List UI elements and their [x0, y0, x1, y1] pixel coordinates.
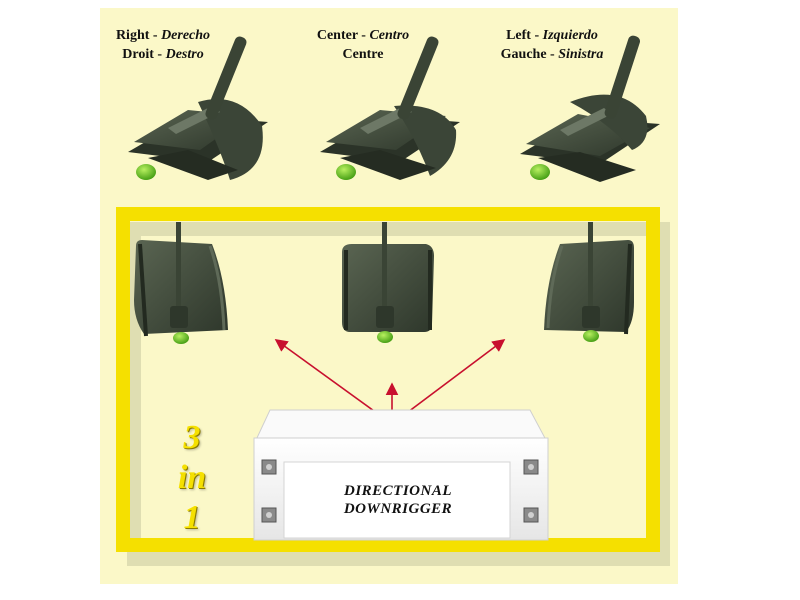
right-position-front-view	[134, 222, 228, 344]
left-position-3d-view	[520, 35, 660, 182]
center-position-label: Center - Centro Centre	[316, 28, 410, 62]
badge-line-3: 1	[183, 499, 201, 536]
device-line-2: DOWNRIGGER	[343, 501, 453, 517]
device-line-1: DIRECTIONAL	[343, 483, 453, 499]
three-in-one-badge: 3 in 1	[162, 418, 222, 538]
device-caption: DIRECTIONAL DOWNRIGGER	[286, 482, 510, 518]
right-position-3d-view	[128, 36, 268, 180]
center-position-3d-view	[320, 36, 460, 180]
left-label-en: Left	[506, 28, 531, 43]
right-label-en: Right	[115, 28, 150, 43]
right-position-label: Right - Derecho Droit - Destro	[115, 28, 211, 62]
center-label-en: Center	[316, 28, 358, 43]
center-label-fr: Centre	[342, 47, 384, 62]
badge-line-2: in	[177, 459, 207, 496]
right-label-it: Destro	[165, 47, 204, 62]
left-label-es: Izquierdo	[542, 28, 598, 43]
center-label-es: Centro	[369, 28, 410, 43]
left-label-it: Sinistra	[558, 47, 604, 62]
right-label-fr: Droit	[122, 47, 154, 62]
right-label-es: Derecho	[161, 28, 211, 43]
left-position-front-view	[544, 222, 634, 342]
badge-line-1: 3	[183, 419, 201, 456]
downrigger-box	[253, 409, 549, 541]
left-label-fr: Gauche	[500, 47, 547, 62]
left-position-label: Left - Izquierdo Gauche - Sinistra	[500, 28, 604, 62]
center-position-front-view	[342, 222, 434, 343]
